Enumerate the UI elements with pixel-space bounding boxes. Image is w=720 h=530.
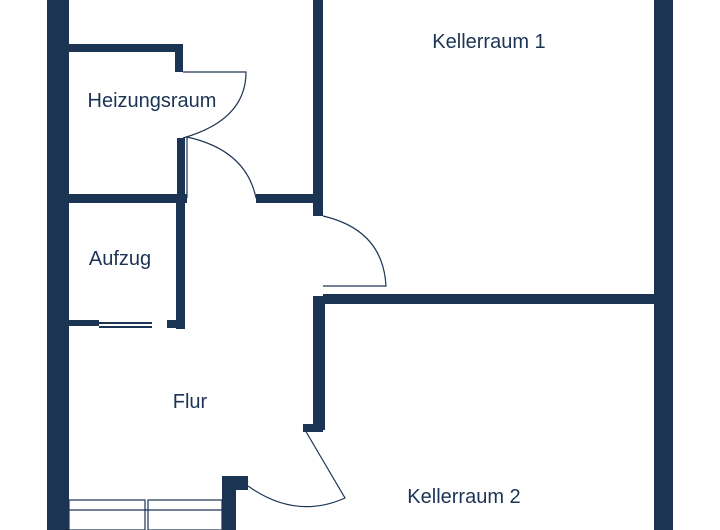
label-kellerraum-2: Kellerraum 2 bbox=[407, 486, 520, 508]
walls bbox=[47, 0, 673, 530]
wall-aufzug-bottom-right bbox=[167, 320, 185, 328]
bottom-cabinets bbox=[68, 499, 223, 530]
label-kellerraum-1: Kellerraum 1 bbox=[432, 31, 545, 53]
wall-center-upper bbox=[313, 0, 323, 216]
door-flur-upper bbox=[186, 136, 257, 199]
aufzug-sliding-door bbox=[99, 322, 152, 328]
wall-center-lower bbox=[313, 296, 325, 430]
label-flur: Flur bbox=[173, 391, 208, 413]
wall-outer-left bbox=[47, 0, 69, 530]
label-aufzug: Aufzug bbox=[89, 248, 151, 270]
door-kellerraum2 bbox=[247, 429, 346, 508]
wall-aufzug-bottom-left bbox=[69, 320, 99, 326]
label-heizungsraum: Heizungsraum bbox=[88, 90, 217, 112]
wall-heizung-bottom bbox=[69, 194, 187, 203]
wall-heizung-top bbox=[69, 44, 183, 52]
door-heizungsraum bbox=[182, 71, 247, 139]
wall-aufzug-right bbox=[176, 203, 185, 329]
wall-flur-bottom-stub bbox=[222, 486, 236, 530]
wall-heizung-right bbox=[177, 138, 185, 198]
wall-outer-right bbox=[654, 0, 673, 530]
wall-flur-bottom-jamb bbox=[222, 476, 248, 490]
wall-flur-top-right bbox=[256, 194, 316, 203]
wall-center-lower-stub bbox=[303, 424, 323, 432]
door-swings bbox=[182, 71, 387, 508]
wall-kellerraum-divider bbox=[323, 294, 654, 304]
door-kellerraum1 bbox=[322, 215, 387, 287]
wall-heizung-top-jamb bbox=[175, 44, 183, 72]
